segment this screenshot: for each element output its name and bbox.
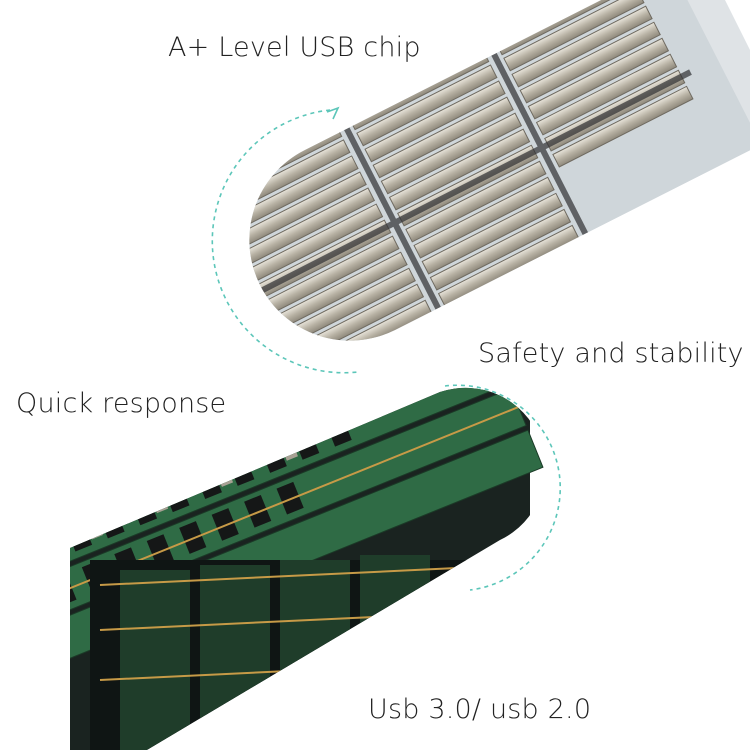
arrow-icon <box>326 106 340 120</box>
caption-usb-version: Usb 3.0/ usb 2.0 <box>368 694 592 725</box>
caption-safety: Safety and stability <box>478 338 744 369</box>
usb-pcb-stack-photo <box>70 387 544 750</box>
caption-usb-chip: A+ Level USB chip <box>168 32 421 63</box>
caption-quick-response: Quick response <box>16 388 227 419</box>
bottom-photo-dashed-outline <box>444 384 562 591</box>
